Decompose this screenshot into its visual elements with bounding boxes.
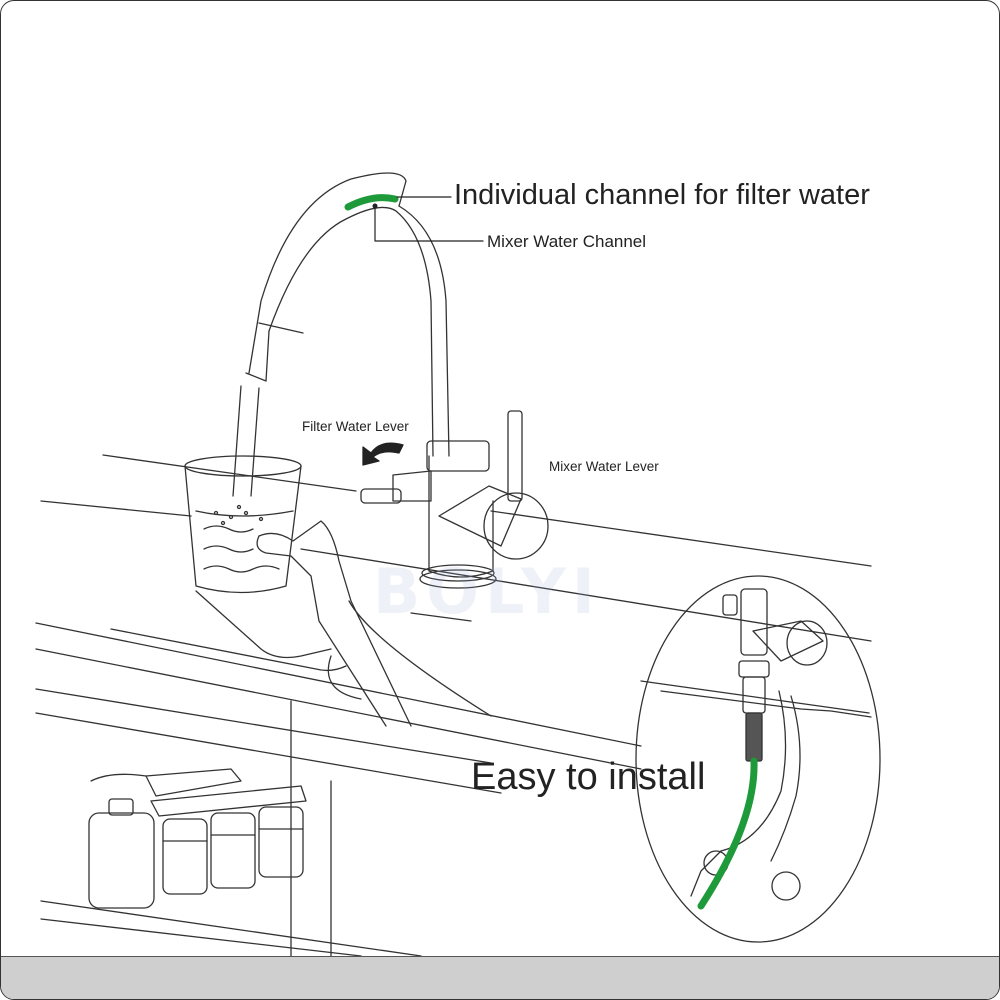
filter-channel-label: Individual channel for filter water bbox=[454, 179, 870, 211]
hand-icon bbox=[256, 520, 492, 727]
filter-cartridges-icon bbox=[88, 768, 307, 909]
install-detail-icon bbox=[635, 575, 881, 943]
leader-lines bbox=[374, 196, 484, 242]
headline: Easy to install bbox=[471, 756, 706, 798]
filter-channel-icon bbox=[344, 194, 399, 211]
footer-band bbox=[1, 956, 999, 999]
filter-lever-label: Filter Water Lever bbox=[302, 419, 409, 434]
countertop-lines bbox=[35, 454, 872, 957]
water-glass-icon bbox=[184, 455, 302, 594]
mixer-lever-label: Mixer Water Lever bbox=[549, 459, 659, 474]
faucet-icon bbox=[232, 172, 549, 589]
sink-basin bbox=[110, 590, 472, 700]
rotate-arrow-icon bbox=[362, 442, 404, 466]
mixer-channel-label: Mixer Water Channel bbox=[487, 232, 647, 251]
watermark: BOLYI bbox=[373, 555, 601, 628]
mixer-channel-dot-icon bbox=[372, 203, 378, 209]
